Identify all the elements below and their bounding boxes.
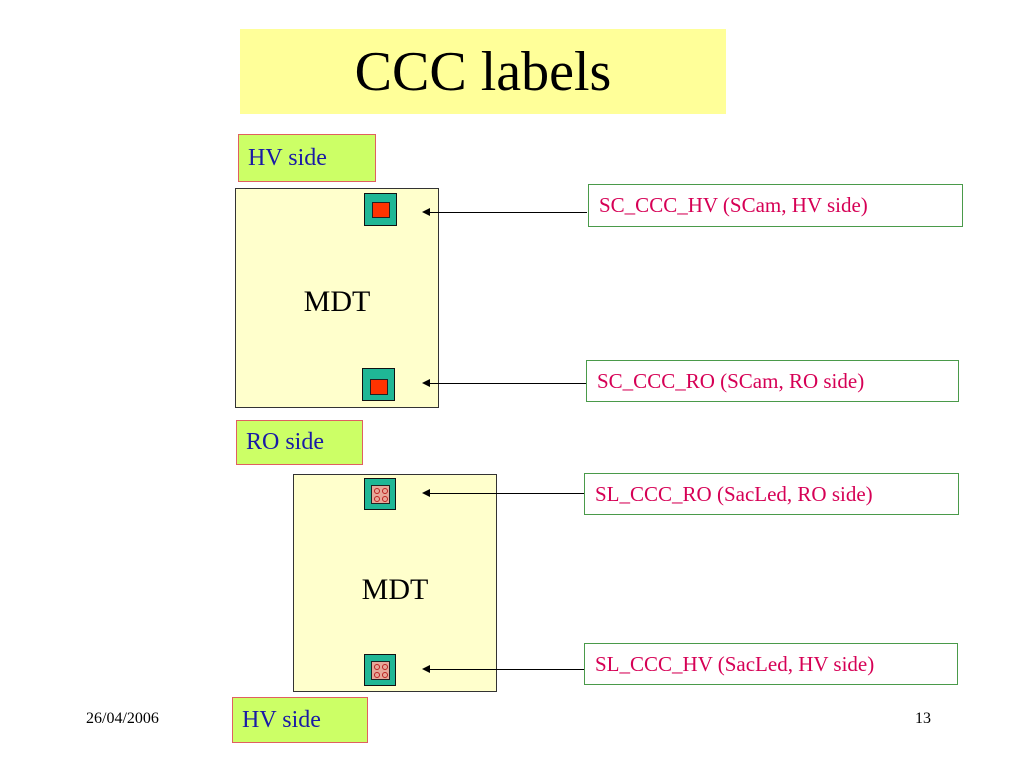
arrow-line [430,383,587,384]
callout-sc-ccc-hv: SC_CCC_HV (SCam, HV side) [588,184,963,227]
arrow-line [430,669,587,670]
arrow-line [430,212,587,213]
sc-ccc-hv-chip-icon [364,193,397,226]
arrowhead-icon [422,208,430,216]
sacled-grid-icon [371,661,390,680]
hv-side-label-bottom: HV side [232,697,368,743]
upper-mdt-box: MDT [235,188,439,408]
arrow-line [430,493,587,494]
slide-date: 26/04/2006 [86,710,159,727]
sc-ccc-ro-chip-icon [362,368,395,401]
ro-side-label: RO side [236,420,363,465]
callout-sc-ccc-ro: SC_CCC_RO (SCam, RO side) [586,360,959,402]
callout-sl-ccc-ro: SL_CCC_RO (SacLed, RO side) [584,473,959,515]
sl-ccc-hv-chip-icon [364,654,396,686]
hv-side-label-top: HV side [238,134,376,182]
slide-page-number: 13 [915,710,931,727]
callout-sl-ccc-hv: SL_CCC_HV (SacLed, HV side) [584,643,958,685]
lower-mdt-label: MDT [361,573,429,606]
sl-ccc-ro-chip-icon [364,478,396,510]
scam-square-icon [372,202,390,218]
slide-title: CCC labels [240,29,726,114]
arrowhead-icon [422,665,430,673]
upper-mdt-label: MDT [303,285,371,318]
arrowhead-icon [422,379,430,387]
sacled-grid-icon [371,485,390,504]
arrowhead-icon [422,489,430,497]
scam-square-icon [370,379,388,395]
